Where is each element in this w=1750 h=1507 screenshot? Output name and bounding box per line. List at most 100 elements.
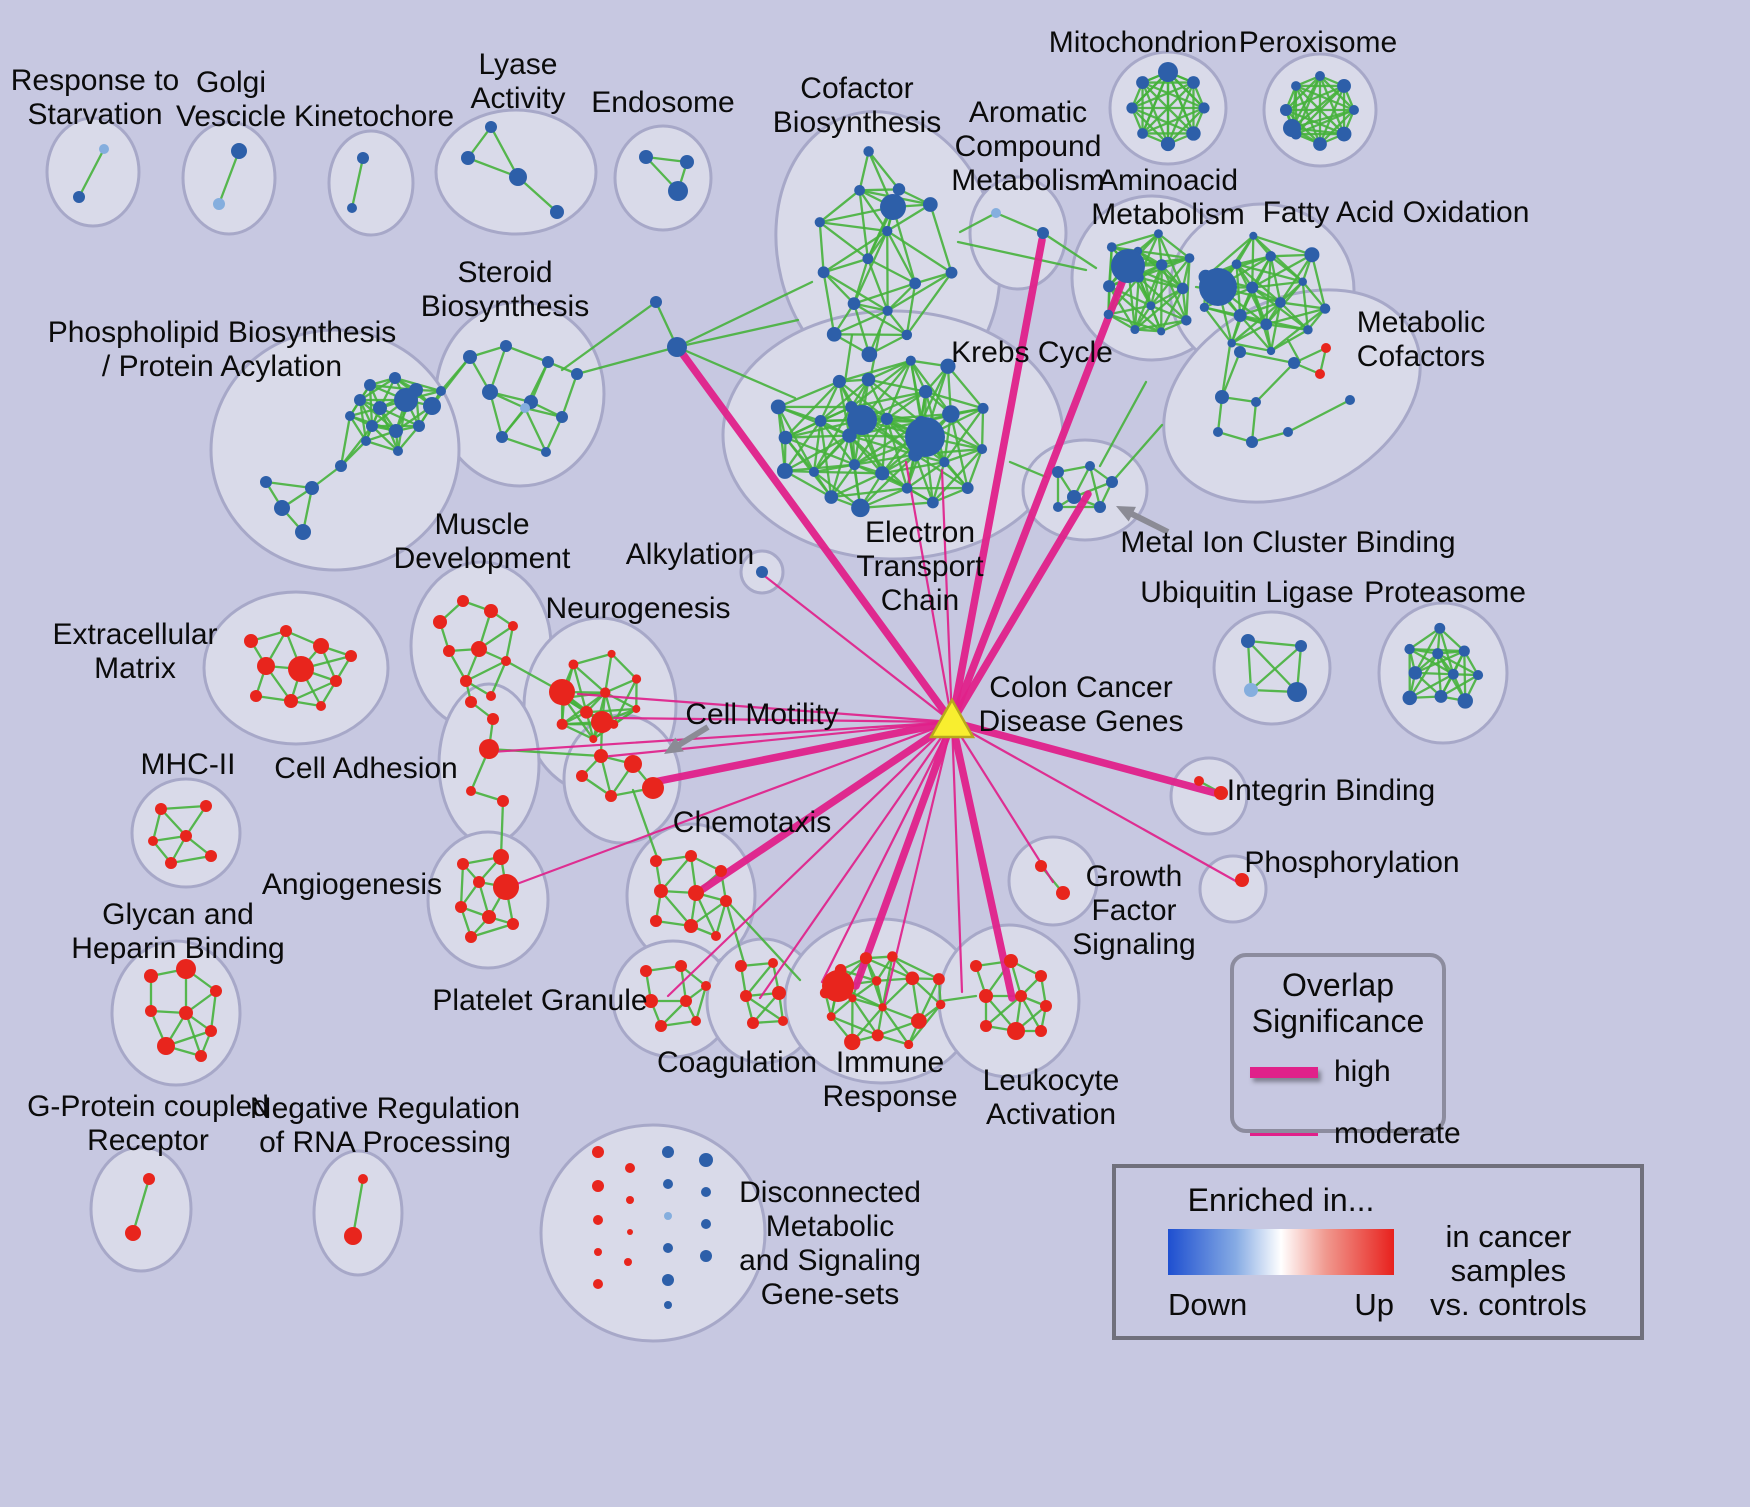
- gene-set-node[interactable]: [484, 604, 498, 618]
- gene-set-node[interactable]: [1434, 622, 1446, 634]
- gene-set-node[interactable]: [366, 420, 378, 432]
- gene-set-node[interactable]: [288, 656, 314, 682]
- gene-set-node[interactable]: [1103, 309, 1114, 320]
- gene-set-node[interactable]: [662, 1274, 674, 1286]
- gene-set-node[interactable]: [393, 446, 403, 456]
- gene-set-node[interactable]: [932, 973, 945, 986]
- gene-set-node[interactable]: [1094, 501, 1106, 513]
- gene-set-node[interactable]: [1160, 136, 1176, 152]
- gene-set-node[interactable]: [892, 183, 906, 196]
- gene-set-node[interactable]: [250, 690, 262, 702]
- gene-set-node[interactable]: [624, 1258, 632, 1266]
- gene-set-node[interactable]: [493, 849, 509, 865]
- gene-set-node[interactable]: [826, 326, 842, 342]
- gene-set-node[interactable]: [485, 121, 497, 133]
- gene-set-node[interactable]: [460, 675, 472, 687]
- gene-set-node[interactable]: [624, 755, 642, 773]
- gene-set-node[interactable]: [576, 770, 588, 782]
- gene-set-node[interactable]: [486, 691, 496, 701]
- gene-set-node[interactable]: [465, 931, 477, 943]
- gene-set-node[interactable]: [600, 687, 611, 698]
- gene-set-node[interactable]: [210, 985, 222, 997]
- gene-set-node[interactable]: [1319, 303, 1331, 314]
- gene-set-node[interactable]: [675, 960, 687, 972]
- gene-set-node[interactable]: [465, 696, 477, 708]
- gene-set-node[interactable]: [662, 1146, 674, 1158]
- gene-set-node[interactable]: [195, 1050, 207, 1062]
- gene-set-node[interactable]: [589, 735, 598, 744]
- gene-set-node[interactable]: [508, 621, 518, 631]
- gene-set-node[interactable]: [1233, 309, 1247, 322]
- gene-set-node[interactable]: [1349, 105, 1359, 115]
- gene-set-node[interactable]: [482, 910, 496, 924]
- gene-set-node[interactable]: [1251, 397, 1261, 407]
- gene-set-node[interactable]: [1199, 268, 1237, 306]
- gene-set-node[interactable]: [357, 152, 369, 164]
- gene-set-node[interactable]: [1298, 277, 1307, 287]
- gene-set-node[interactable]: [861, 346, 878, 363]
- gene-set-node[interactable]: [854, 184, 865, 196]
- gene-set-node[interactable]: [1186, 126, 1201, 141]
- gene-set-node[interactable]: [945, 266, 958, 279]
- gene-set-node[interactable]: [330, 675, 342, 687]
- gene-set-node[interactable]: [1336, 126, 1352, 142]
- gene-set-node[interactable]: [99, 144, 109, 154]
- gene-set-node[interactable]: [700, 1250, 712, 1262]
- gene-set-node[interactable]: [389, 372, 401, 384]
- gene-set-node[interactable]: [1249, 231, 1258, 240]
- gene-set-node[interactable]: [887, 951, 898, 962]
- gene-set-node[interactable]: [607, 649, 616, 658]
- gene-set-node[interactable]: [1402, 690, 1417, 706]
- gene-set-node[interactable]: [157, 1037, 175, 1055]
- gene-set-node[interactable]: [663, 1179, 673, 1189]
- gene-set-node[interactable]: [335, 460, 347, 472]
- gene-set-node[interactable]: [1246, 436, 1258, 448]
- gene-set-node[interactable]: [1457, 693, 1473, 709]
- gene-set-node[interactable]: [466, 786, 476, 796]
- gene-set-node[interactable]: [179, 1006, 193, 1020]
- gene-set-node[interactable]: [244, 634, 258, 648]
- gene-set-node[interactable]: [165, 857, 177, 869]
- gene-set-node[interactable]: [1136, 76, 1149, 89]
- gene-set-node[interactable]: [667, 337, 687, 357]
- gene-set-node[interactable]: [1321, 343, 1331, 353]
- gene-set-node[interactable]: [1304, 247, 1320, 263]
- gene-set-node[interactable]: [144, 969, 158, 983]
- gene-set-node[interactable]: [817, 266, 830, 279]
- gene-set-node[interactable]: [1313, 137, 1327, 151]
- gene-set-node[interactable]: [861, 372, 876, 387]
- gene-set-node[interactable]: [284, 694, 298, 708]
- gene-set-node[interactable]: [1111, 249, 1145, 283]
- gene-set-node[interactable]: [354, 394, 366, 406]
- gene-set-node[interactable]: [497, 795, 509, 807]
- gene-set-node[interactable]: [691, 1016, 701, 1026]
- gene-set-node[interactable]: [639, 150, 653, 164]
- gene-set-node[interactable]: [1241, 634, 1255, 648]
- gene-set-node[interactable]: [457, 858, 469, 870]
- gene-set-node[interactable]: [909, 277, 922, 290]
- gene-set-node[interactable]: [542, 356, 554, 368]
- gene-set-node[interactable]: [205, 850, 217, 862]
- gene-set-node[interactable]: [980, 1020, 992, 1032]
- gene-set-node[interactable]: [926, 496, 939, 509]
- gene-set-node[interactable]: [313, 638, 329, 654]
- gene-set-node[interactable]: [274, 500, 290, 516]
- gene-set-node[interactable]: [668, 181, 688, 201]
- gene-set-node[interactable]: [594, 1248, 602, 1256]
- gene-set-node[interactable]: [580, 705, 593, 719]
- gene-set-node[interactable]: [1472, 670, 1484, 681]
- gene-set-node[interactable]: [1156, 259, 1168, 271]
- gene-set-node[interactable]: [1040, 1000, 1052, 1012]
- gene-set-node[interactable]: [592, 1180, 604, 1192]
- gene-set-node[interactable]: [1447, 668, 1459, 680]
- gene-set-node[interactable]: [1184, 253, 1195, 263]
- gene-set-node[interactable]: [1106, 476, 1118, 488]
- gene-set-node[interactable]: [496, 431, 508, 443]
- gene-set-node[interactable]: [257, 657, 275, 675]
- gene-set-node[interactable]: [436, 386, 446, 396]
- gene-set-node[interactable]: [882, 225, 893, 237]
- gene-set-node[interactable]: [205, 1025, 217, 1037]
- gene-set-node[interactable]: [457, 595, 469, 607]
- gene-set-node[interactable]: [1434, 690, 1448, 703]
- gene-set-node[interactable]: [345, 650, 357, 662]
